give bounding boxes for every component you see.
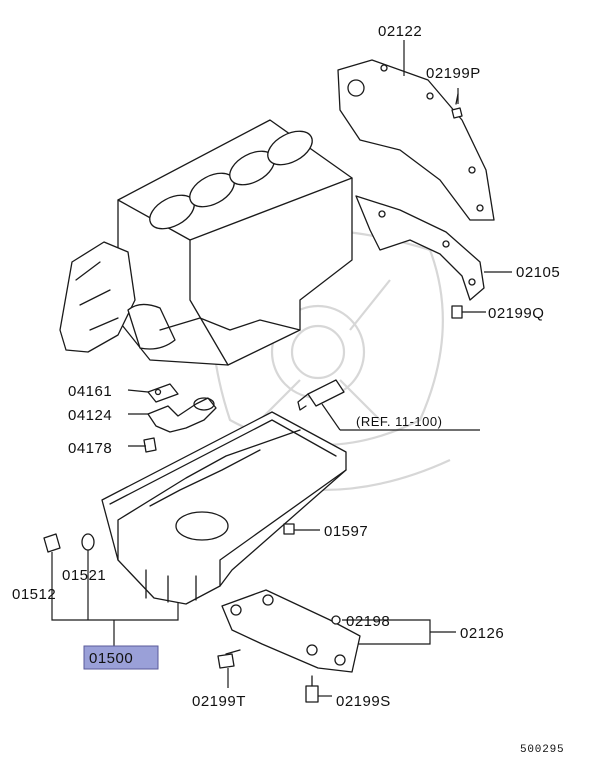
- label-02198: 02198: [346, 613, 390, 630]
- label-02199Q: 02199Q: [488, 305, 544, 322]
- bolt-02199T: [217, 649, 241, 669]
- nut-02198: [331, 615, 341, 625]
- label-01500: 01500: [89, 650, 133, 667]
- label-01512: 01512: [12, 586, 56, 603]
- label-04124: 04124: [68, 407, 112, 424]
- drain-plug-01512: [43, 533, 61, 553]
- sealant-tube: [297, 379, 345, 411]
- ref-note: (REF. 11-100): [356, 414, 442, 429]
- part-02122-plate: [337, 59, 495, 221]
- document-id: 500295: [520, 744, 564, 756]
- label-02199S: 02199S: [336, 693, 391, 710]
- bolt-01597: [283, 523, 295, 535]
- label-01521: 01521: [62, 567, 106, 584]
- label-01597: 01597: [324, 523, 368, 540]
- engine-block-drawing: [59, 119, 353, 366]
- label-02105: 02105: [516, 264, 560, 281]
- oil-strainer-04124: [147, 397, 217, 433]
- leader-lines: [51, 40, 512, 697]
- label-02122: 02122: [378, 23, 422, 40]
- gasket-01521: [81, 533, 95, 551]
- label-04161: 04161: [68, 383, 112, 400]
- label-04178: 04178: [68, 440, 112, 457]
- part-02105-plate: [355, 195, 485, 301]
- bracket-02126: [221, 589, 361, 673]
- bolt-04178: [143, 437, 157, 453]
- main-part-highlight: [83, 645, 159, 670]
- bolt-02199S: [305, 675, 319, 703]
- label-02199T: 02199T: [192, 693, 246, 710]
- oil-pan-01500: [101, 411, 347, 605]
- bolt-02199P: [451, 93, 463, 119]
- bolt-02199Q: [451, 305, 463, 319]
- gasket-04161: [147, 383, 179, 403]
- label-02199P: 02199P: [426, 65, 481, 82]
- label-02126: 02126: [460, 625, 504, 642]
